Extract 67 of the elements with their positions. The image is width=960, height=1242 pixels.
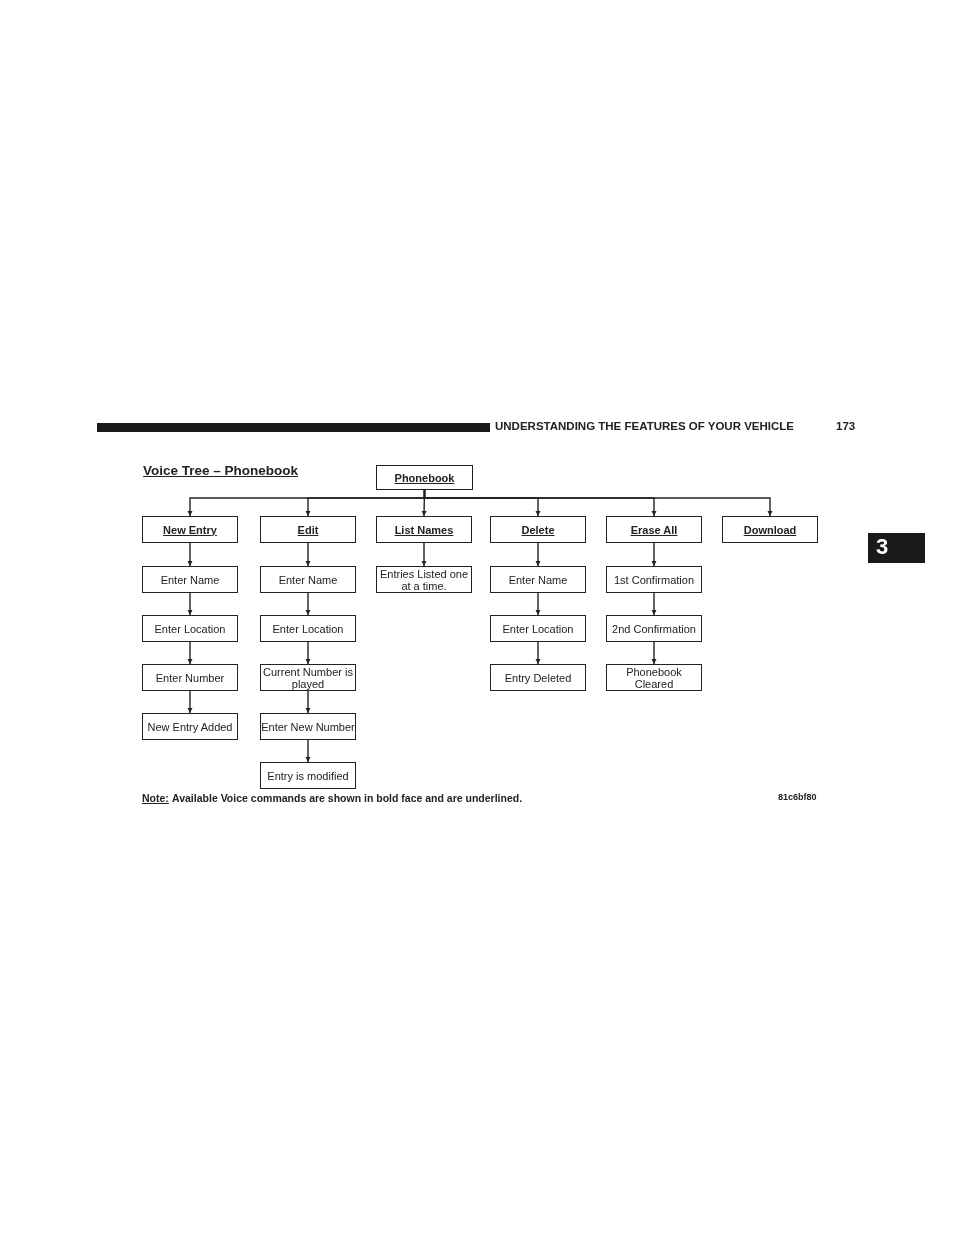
diagram-title: Voice Tree – Phonebook xyxy=(143,463,299,478)
command-box xyxy=(606,516,702,543)
step-text: Enter Location xyxy=(502,622,574,635)
step-text: Entry is modified xyxy=(267,769,349,782)
step-text: Enter Number xyxy=(155,671,225,684)
arrow xyxy=(651,592,657,616)
arrow xyxy=(305,739,311,763)
command-box xyxy=(376,465,473,490)
arrow xyxy=(187,592,193,616)
command-text: List Names xyxy=(394,523,454,536)
page-number: 173 xyxy=(836,420,856,432)
command-text: Delete xyxy=(521,523,555,536)
arrow xyxy=(187,641,193,665)
step-text: Enter Location xyxy=(154,622,226,635)
step-text: Phonebook Cleared xyxy=(625,665,683,690)
step-box xyxy=(490,566,586,593)
arrow xyxy=(535,542,541,567)
step-box xyxy=(142,664,238,691)
step-box xyxy=(142,566,238,593)
step-box xyxy=(490,615,586,642)
arrow xyxy=(305,641,311,665)
step-box xyxy=(490,664,586,691)
arrow xyxy=(305,690,311,714)
step-text: Entry Deleted xyxy=(504,671,572,684)
command-box xyxy=(490,516,586,543)
step-box xyxy=(260,566,356,593)
command-box xyxy=(722,516,818,543)
command-text: Erase All xyxy=(630,523,678,536)
figure-code: 81c6bf80 xyxy=(778,792,817,802)
arrow xyxy=(651,641,657,665)
step-text: Enter Name xyxy=(278,573,338,586)
step-box xyxy=(606,664,702,691)
arrow xyxy=(535,641,541,665)
arrow xyxy=(187,542,193,567)
step-text: Entries Listed one at a time. xyxy=(378,567,470,592)
step-text: Enter Name xyxy=(508,573,568,586)
step-box xyxy=(260,713,356,740)
command-text: Edit xyxy=(297,523,319,536)
step-box xyxy=(260,615,356,642)
step-box xyxy=(606,615,702,642)
step-box xyxy=(606,566,702,593)
arrow xyxy=(423,489,773,517)
step-text: Enter Location xyxy=(272,622,344,635)
step-text: Current Number is played xyxy=(262,665,354,690)
step-text: Enter New Number xyxy=(261,720,355,733)
step-box xyxy=(142,615,238,642)
arrow xyxy=(421,542,427,567)
command-box xyxy=(376,516,472,543)
running-header: UNDERSTANDING THE FEATURES OF YOUR VEHICLE xyxy=(495,420,795,432)
chapter-number: 3 xyxy=(876,534,889,560)
step-box xyxy=(142,713,238,740)
note-label: Note: xyxy=(142,792,169,804)
step-text: 1st Confirmation xyxy=(613,573,695,586)
arrow xyxy=(305,542,311,567)
arrow xyxy=(651,542,657,567)
command-text: New Entry xyxy=(163,523,217,536)
command-box xyxy=(260,516,356,543)
command-text: Phonebook xyxy=(394,471,455,484)
step-box xyxy=(260,762,356,789)
arrow xyxy=(305,592,311,616)
arrow xyxy=(187,690,193,714)
command-box xyxy=(142,516,238,543)
step-text: New Entry Added xyxy=(147,720,233,733)
step-text: Enter Name xyxy=(160,573,220,586)
step-text: 2nd Confirmation xyxy=(612,622,696,635)
command-text: Download xyxy=(743,523,797,536)
arrow xyxy=(535,592,541,616)
